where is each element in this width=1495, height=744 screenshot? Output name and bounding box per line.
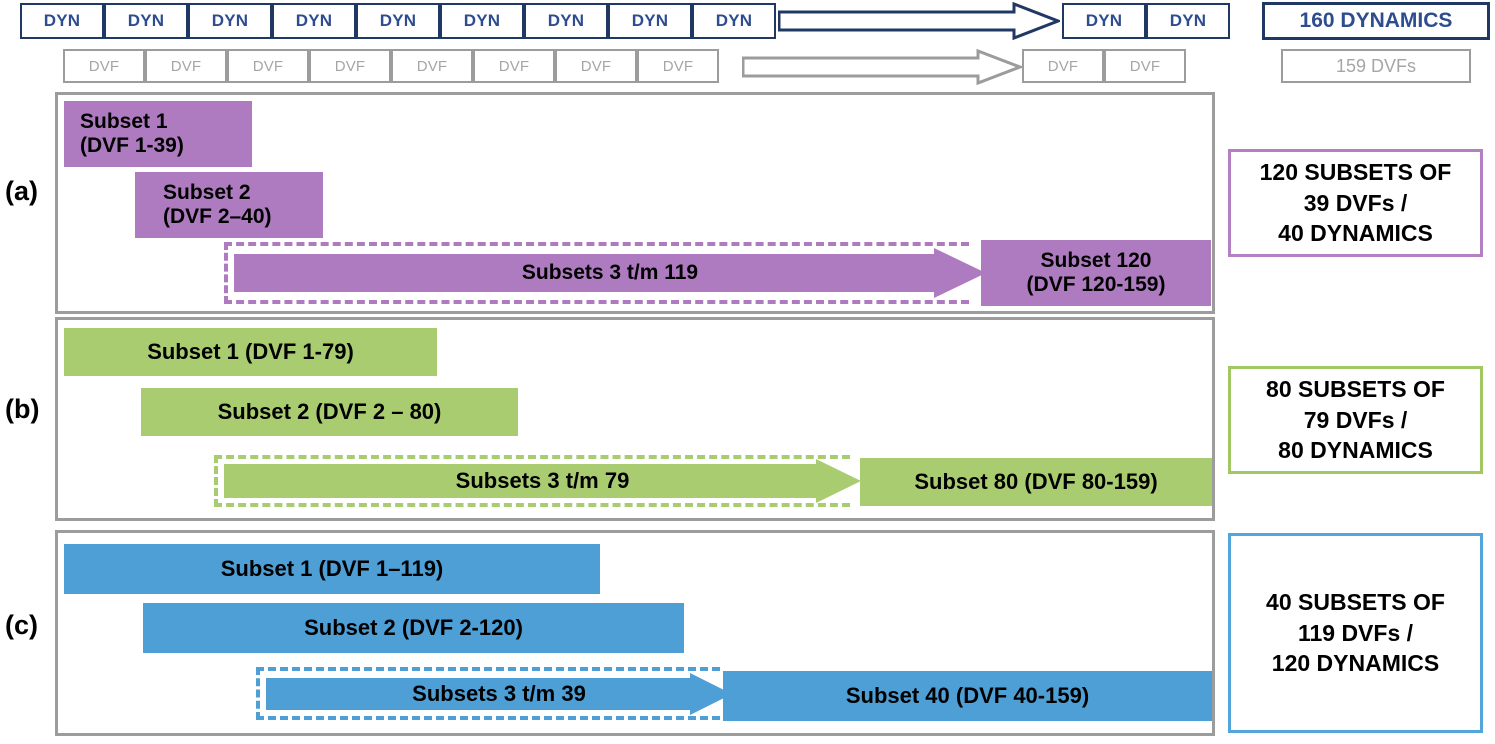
- legend-line: 40 SUBSETS OF: [1266, 589, 1445, 616]
- dvf-cell: DVF: [1104, 49, 1186, 83]
- dyn-continuation-arrow-icon: [778, 2, 1060, 40]
- subset-last-line-1: Subset 40 (DVF 40-159): [845, 683, 1090, 709]
- panel-a-subset-1-bar: Subset 1 (DVF 1-39): [64, 101, 252, 167]
- dynamics-total-box: 160 DYNAMICS: [1262, 2, 1490, 40]
- legend-line: 39 DVFs /: [1303, 189, 1408, 216]
- dvf-total-box: 159 DVFs: [1281, 49, 1471, 83]
- legend-line: 40 DYNAMICS: [1278, 220, 1433, 247]
- panel-b-middle-dashed-outline: [214, 455, 850, 507]
- panel-c-subset-1-bar: Subset 1 (DVF 1–119): [64, 544, 600, 594]
- subset-2-line-1: Subset 2 (DVF 2 – 80): [217, 399, 442, 425]
- panel-a-middle-dashed-outline: [224, 242, 969, 304]
- dvf-cell: DVF: [555, 49, 637, 83]
- dyn-cell: DYN: [608, 3, 692, 39]
- panel-a-subsets-middle-arrow: Subsets 3 t/m 119: [234, 248, 986, 298]
- panel-c-subsets-middle-arrow: Subsets 3 t/m 39: [266, 673, 732, 715]
- panel-b-subsets-middle-arrow: Subsets 3 t/m 79: [224, 459, 861, 503]
- dyn-cell: DYN: [356, 3, 440, 39]
- legend-line: 119 DVFs /: [1297, 619, 1414, 646]
- dvf-strip-row: DVF DVF DVF DVF DVF DVF DVF DVF DVF DVF …: [0, 46, 1495, 88]
- dvf-cell: DVF: [145, 49, 227, 83]
- subset-last-line-2: (DVF 120-159): [1026, 273, 1166, 296]
- dyn-cell: DYN: [440, 3, 524, 39]
- subset-2-line-1: Subset 2: [163, 180, 251, 204]
- dvf-cell: DVF: [1022, 49, 1104, 83]
- dyn-cell: DYN: [188, 3, 272, 39]
- dyn-cell: DYN: [524, 3, 608, 39]
- dvf-cell: DVF: [227, 49, 309, 83]
- dvf-cell: DVF: [309, 49, 391, 83]
- panel-a-label: (a): [5, 176, 38, 206]
- dvf-cell: DVF: [473, 49, 555, 83]
- dvf-cell: DVF: [391, 49, 473, 83]
- legend-line: 79 DVFs /: [1303, 406, 1408, 433]
- panel-b-legend-box: 80 SUBSETS OF 79 DVFs / 80 DYNAMICS: [1228, 366, 1483, 474]
- panel-b-subset-1-bar: Subset 1 (DVF 1-79): [64, 328, 437, 376]
- dyn-cell: DYN: [272, 3, 356, 39]
- panel-b-label: (b): [5, 394, 40, 424]
- dvf-continuation-arrow-icon: [742, 49, 1022, 85]
- legend-line: 80 SUBSETS OF: [1266, 376, 1445, 403]
- subset-2-line-1: Subset 2 (DVF 2-120): [304, 615, 523, 641]
- dyn-strip-row: DYN DYN DYN DYN DYN DYN DYN DYN DYN DYN …: [0, 0, 1495, 42]
- panel-c-middle-dashed-outline: [256, 667, 720, 720]
- panel-c-legend-box: 40 SUBSETS OF 119 DVFs / 120 DYNAMICS: [1228, 533, 1483, 733]
- panel-a-subset-2-bar: Subset 2 (DVF 2–40): [135, 172, 323, 238]
- legend-line: 80 DYNAMICS: [1278, 437, 1433, 464]
- subset-1-line-1: Subset 1 (DVF 1-79): [147, 339, 354, 365]
- subset-1-line-1: Subset 1 (DVF 1–119): [220, 556, 444, 582]
- dyn-cell: DYN: [692, 3, 776, 39]
- subset-2-line-2: (DVF 2–40): [163, 205, 272, 228]
- dyn-cell: DYN: [20, 3, 104, 39]
- dyn-cell: DYN: [1146, 3, 1230, 39]
- panel-a-legend-box: 120 SUBSETS OF 39 DVFs / 40 DYNAMICS: [1228, 149, 1483, 257]
- dyn-cell: DYN: [104, 3, 188, 39]
- dyn-cell: DYN: [1062, 3, 1146, 39]
- legend-line: 120 DYNAMICS: [1271, 650, 1440, 677]
- panel-c-subset-last-bar: Subset 40 (DVF 40-159): [723, 671, 1212, 721]
- dvf-cell: DVF: [63, 49, 145, 83]
- subset-last-line-1: Subset 80 (DVF 80-159): [914, 469, 1158, 495]
- subset-1-line-2: (DVF 1-39): [80, 134, 184, 157]
- panel-c-subset-2-bar: Subset 2 (DVF 2-120): [143, 603, 684, 653]
- dvf-cell: DVF: [637, 49, 719, 83]
- panel-a-subset-last-bar: Subset 120 (DVF 120-159): [981, 240, 1211, 306]
- panel-c-label: (c): [5, 610, 38, 640]
- legend-line: 120 SUBSETS OF: [1259, 159, 1452, 186]
- subset-1-line-1: Subset 1: [80, 109, 168, 133]
- panel-b-subset-2-bar: Subset 2 (DVF 2 – 80): [141, 388, 518, 436]
- panel-b-subset-last-bar: Subset 80 (DVF 80-159): [860, 458, 1212, 506]
- subset-last-line-1: Subset 120: [1040, 248, 1152, 272]
